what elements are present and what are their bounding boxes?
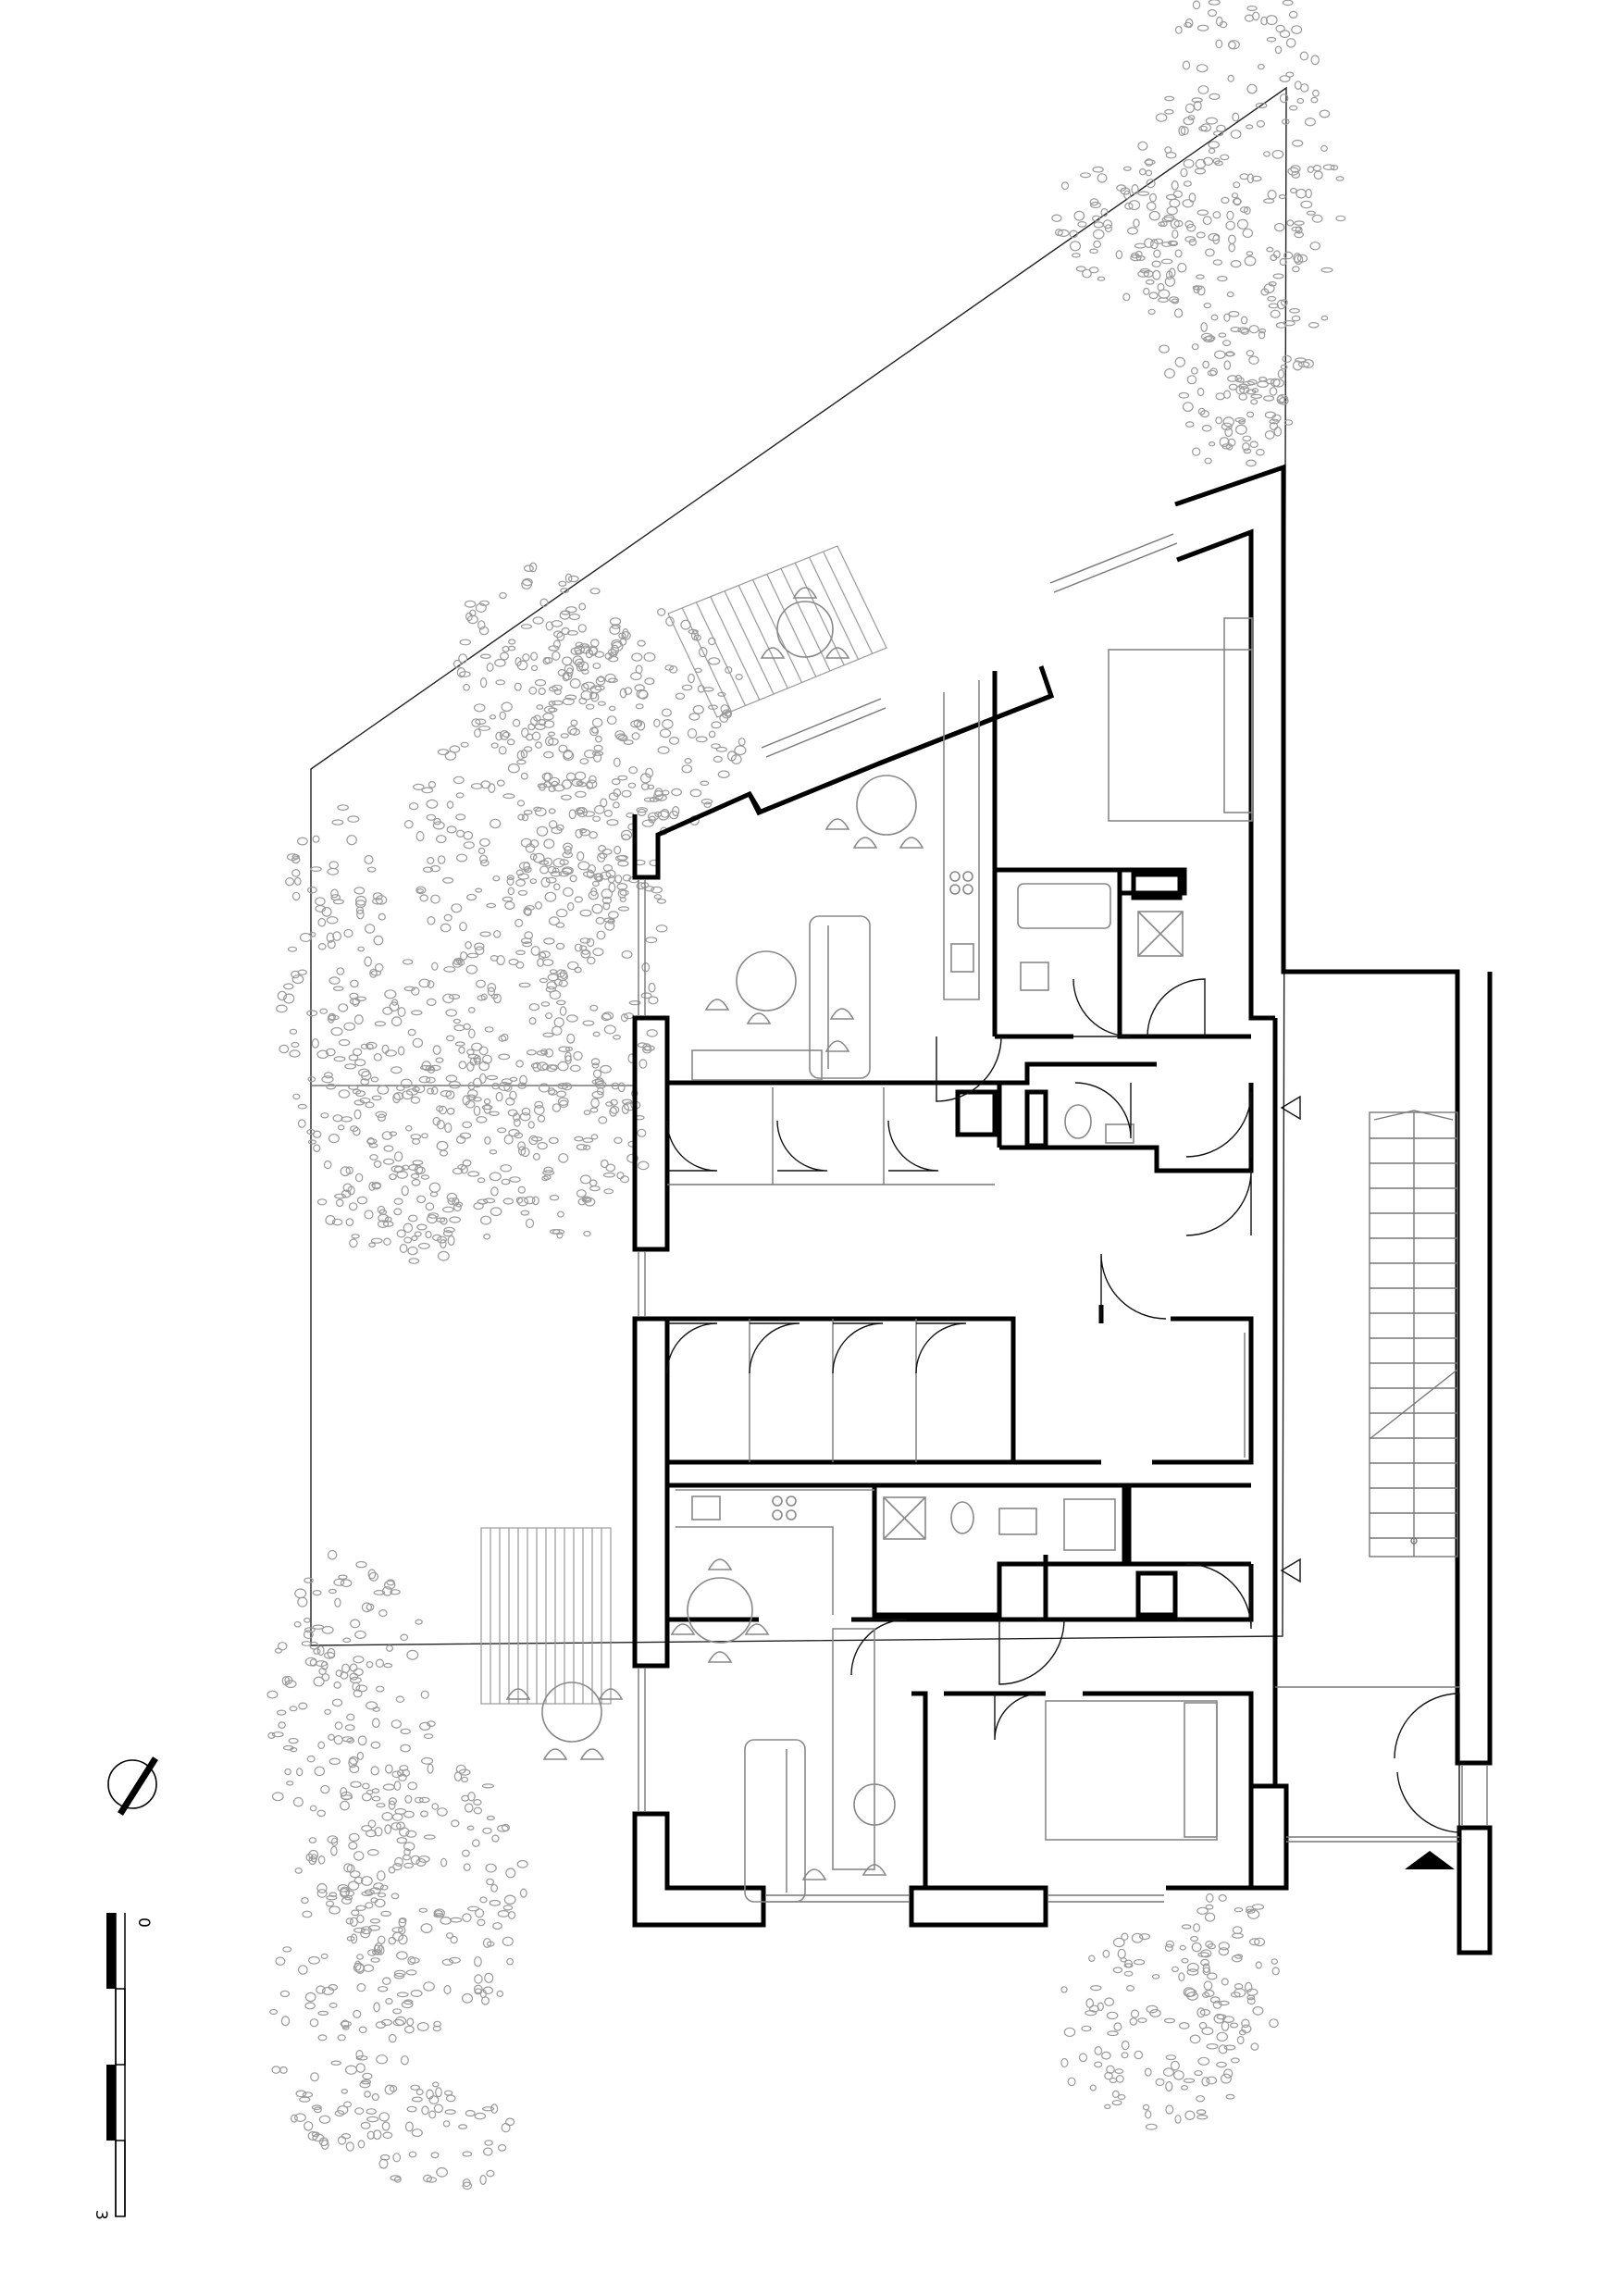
vegetation [267,0,1346,2191]
tree-icon [1134,0,1346,452]
scale-start-label: 0 [134,1917,153,1928]
corridor-triangle-upper [1280,1095,1301,1121]
table-icon [670,1558,770,1663]
door-swing [832,1322,884,1374]
tree-icon [1172,1893,1280,2045]
entrance-vestibule [1275,1686,1460,1843]
chair-icon [792,587,818,599]
door-swing [915,1322,967,1374]
tree-icon [1174,314,1285,467]
door-swing [1100,1253,1167,1320]
scale-bar: 0 3 [92,1913,153,2220]
north-arrow-icon [107,1756,158,1816]
kitchen-lower [676,1489,874,1615]
door-swing [666,1322,718,1374]
door-swing [1147,978,1206,1037]
bed-lower [1045,1700,1218,1841]
door-swing [850,1619,908,1676]
storage-cubicles [667,1087,1246,1462]
chair-icon [542,1748,568,1760]
tv-unit-upper [691,1049,823,1081]
shower-icon [883,1496,926,1540]
sofa-icon [809,915,871,1079]
bed-upper [1108,617,1253,822]
table-icon [505,1682,624,1760]
tree-icon [1051,166,1196,302]
stove-icon [949,871,961,882]
door-swing [749,1322,800,1374]
windows [638,533,1488,1903]
tree-icon [316,1160,464,1264]
door-swing [666,1120,718,1172]
sofa-lower [744,1739,806,1903]
kitchen-upper [943,680,980,1000]
chair-icon [579,1748,605,1760]
bathtub-icon [1017,883,1111,929]
corridor-triangle-lower [1280,1558,1301,1583]
doors [666,978,1252,1741]
entrance-arrow-icon [1405,1851,1455,1869]
chair-icon [829,1008,855,1020]
chair-icon [862,1864,887,1876]
door-swing [776,1120,828,1172]
terrace-south [480,1527,612,1705]
wc-upper [955,1089,1134,1148]
table-icon [704,950,855,1052]
tree-icon [343,1756,528,2034]
chair-icon [707,1651,733,1663]
tv-unit-lower [832,1628,875,1870]
door-swing [994,1693,1042,1741]
table-icon [824,775,924,849]
door-swing [936,1036,1002,1102]
tree-icon [1060,1932,1259,2130]
toilet-icon [1064,1104,1092,1139]
tree-icon [276,804,393,1170]
tree-icon [338,958,509,1104]
tree-icon [403,701,633,1004]
chair-icon [598,1688,624,1700]
chair-icon [670,1623,696,1635]
chair-icon [824,647,850,659]
chair-icon [744,1623,770,1635]
furniture [505,587,924,1880]
chair-icon [746,1012,772,1024]
chair-icon [704,999,730,1011]
chair-icon [505,1688,531,1700]
table-icon [760,587,850,659]
chair-icon [801,1868,827,1880]
tree-icon [328,1035,539,1261]
door-swing [1185,1170,1252,1236]
bathroom-upper [995,867,1184,1036]
chair-icon [824,1040,850,1052]
terrace-north [667,545,887,718]
interior-walls [667,671,1254,1888]
tree-icon [267,1549,436,1911]
sofa-upper [809,915,871,1079]
chair-icon [852,837,878,849]
chair-icon [760,647,786,659]
tree-icon [465,1033,650,1239]
door-swing [1185,1563,1252,1630]
door-swing [1074,1082,1132,1139]
tree-icon [373,2081,515,2191]
site-boundary [310,86,1287,1646]
tree-icon [452,562,620,727]
chair-icon [707,1558,733,1570]
chair-icon [899,837,924,849]
scale-end-label: 3 [92,2210,110,2220]
stair-direction-icon [1373,1110,1454,1121]
bed-icon [1108,649,1253,822]
door-swing [998,1619,1065,1685]
door-swing [1185,1091,1252,1158]
sink-icon [1020,962,1049,991]
door-swing [1072,978,1132,1037]
bathroom-lower [883,1496,1116,1551]
exterior-walls [632,464,1493,1955]
stair [1369,1110,1458,1558]
door-swing [887,1120,939,1172]
tree-icon [269,1882,417,2152]
chair-icon [824,818,850,830]
table-icon [801,1783,896,1880]
